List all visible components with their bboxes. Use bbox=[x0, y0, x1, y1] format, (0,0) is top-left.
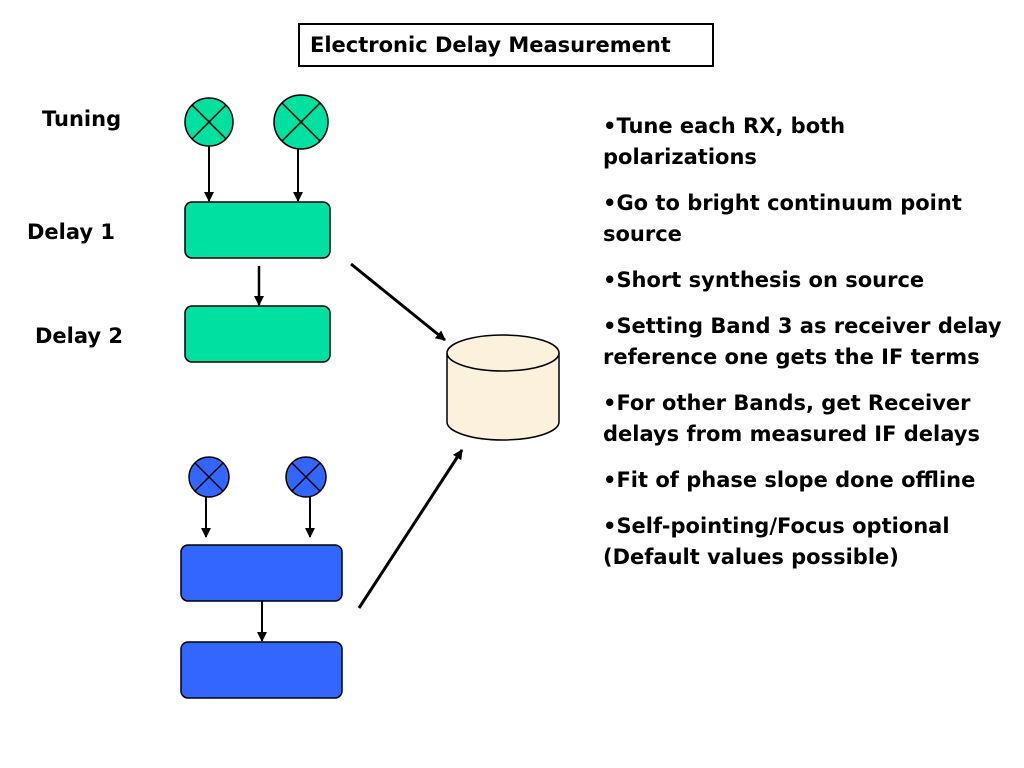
bullet-text: Tune each RX, both polarizations bbox=[603, 114, 846, 169]
blue-mixer-2-icon bbox=[285, 456, 327, 498]
bullet-text: Self-pointing/Focus optional (Default va… bbox=[603, 514, 950, 569]
blue-delay1-box bbox=[180, 544, 343, 602]
bullet-list: •Tune each RX, both polarizations •Go to… bbox=[603, 111, 1003, 588]
blue-mixer-1-icon bbox=[188, 456, 230, 498]
tuning-label: Tuning bbox=[42, 107, 122, 131]
bullet-marker: • bbox=[603, 314, 617, 338]
bullet-marker: • bbox=[603, 514, 617, 538]
teal-mixer-1-icon bbox=[184, 97, 234, 147]
bullet-item: •Self-pointing/Focus optional (Default v… bbox=[603, 511, 1003, 573]
storage-cylinder-icon bbox=[446, 334, 560, 441]
bullet-marker: • bbox=[603, 391, 617, 415]
teal-mixer-2-icon bbox=[273, 94, 329, 150]
delay2-label: Delay 2 bbox=[35, 324, 124, 348]
bullet-item: •Short synthesis on source bbox=[603, 265, 1003, 296]
bullet-text: For other Bands, get Receiver delays fro… bbox=[603, 391, 980, 446]
teal-delay2-box bbox=[184, 305, 331, 363]
blue-to-storage-arrow bbox=[357, 449, 464, 609]
bullet-text: Setting Band 3 as receiver delay referen… bbox=[603, 314, 1002, 369]
title-box: Electronic Delay Measurement bbox=[298, 23, 714, 67]
page-title: Electronic Delay Measurement bbox=[310, 33, 671, 57]
bullet-marker: • bbox=[603, 468, 617, 492]
bullet-item: •Fit of phase slope done offline bbox=[603, 465, 1003, 496]
bullet-text: Fit of phase slope done offline bbox=[616, 468, 976, 492]
bullet-text: Short synthesis on source bbox=[616, 268, 925, 292]
blue-delay2-box bbox=[180, 641, 343, 699]
bullet-marker: • bbox=[603, 268, 617, 292]
bullet-item: •For other Bands, get Receiver delays fr… bbox=[603, 388, 1003, 450]
teal-delay1-box bbox=[184, 201, 331, 259]
bullet-item: •Go to bright continuum point source bbox=[603, 188, 1003, 250]
delay1-label: Delay 1 bbox=[27, 220, 116, 244]
bullet-item: •Tune each RX, both polarizations bbox=[603, 111, 1003, 173]
teal-to-storage-arrow bbox=[350, 262, 446, 342]
bullet-marker: • bbox=[603, 191, 617, 215]
bullet-text: Go to bright continuum point source bbox=[603, 191, 962, 246]
bullet-item: •Setting Band 3 as receiver delay refere… bbox=[603, 311, 1003, 373]
bullet-marker: • bbox=[603, 114, 617, 138]
